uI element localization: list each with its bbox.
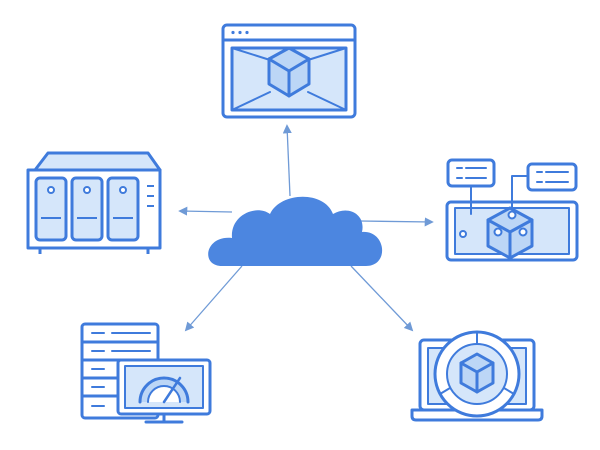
arrow-to-circuit (359, 217, 434, 227)
circuit-board-cube-icon (445, 158, 579, 262)
connectors (178, 124, 434, 332)
arrow-to-browser (282, 124, 292, 197)
arrow-to-server (184, 265, 243, 332)
server-monitor-dashboard-icon (80, 322, 212, 424)
laptop-cube-icon (410, 330, 544, 422)
browser-window-cube-icon (221, 23, 357, 119)
arrow-to-laptop (350, 265, 414, 332)
arrow-to-nas (178, 206, 233, 216)
cloud-icon (208, 196, 383, 266)
nas-storage-icon (26, 151, 162, 254)
